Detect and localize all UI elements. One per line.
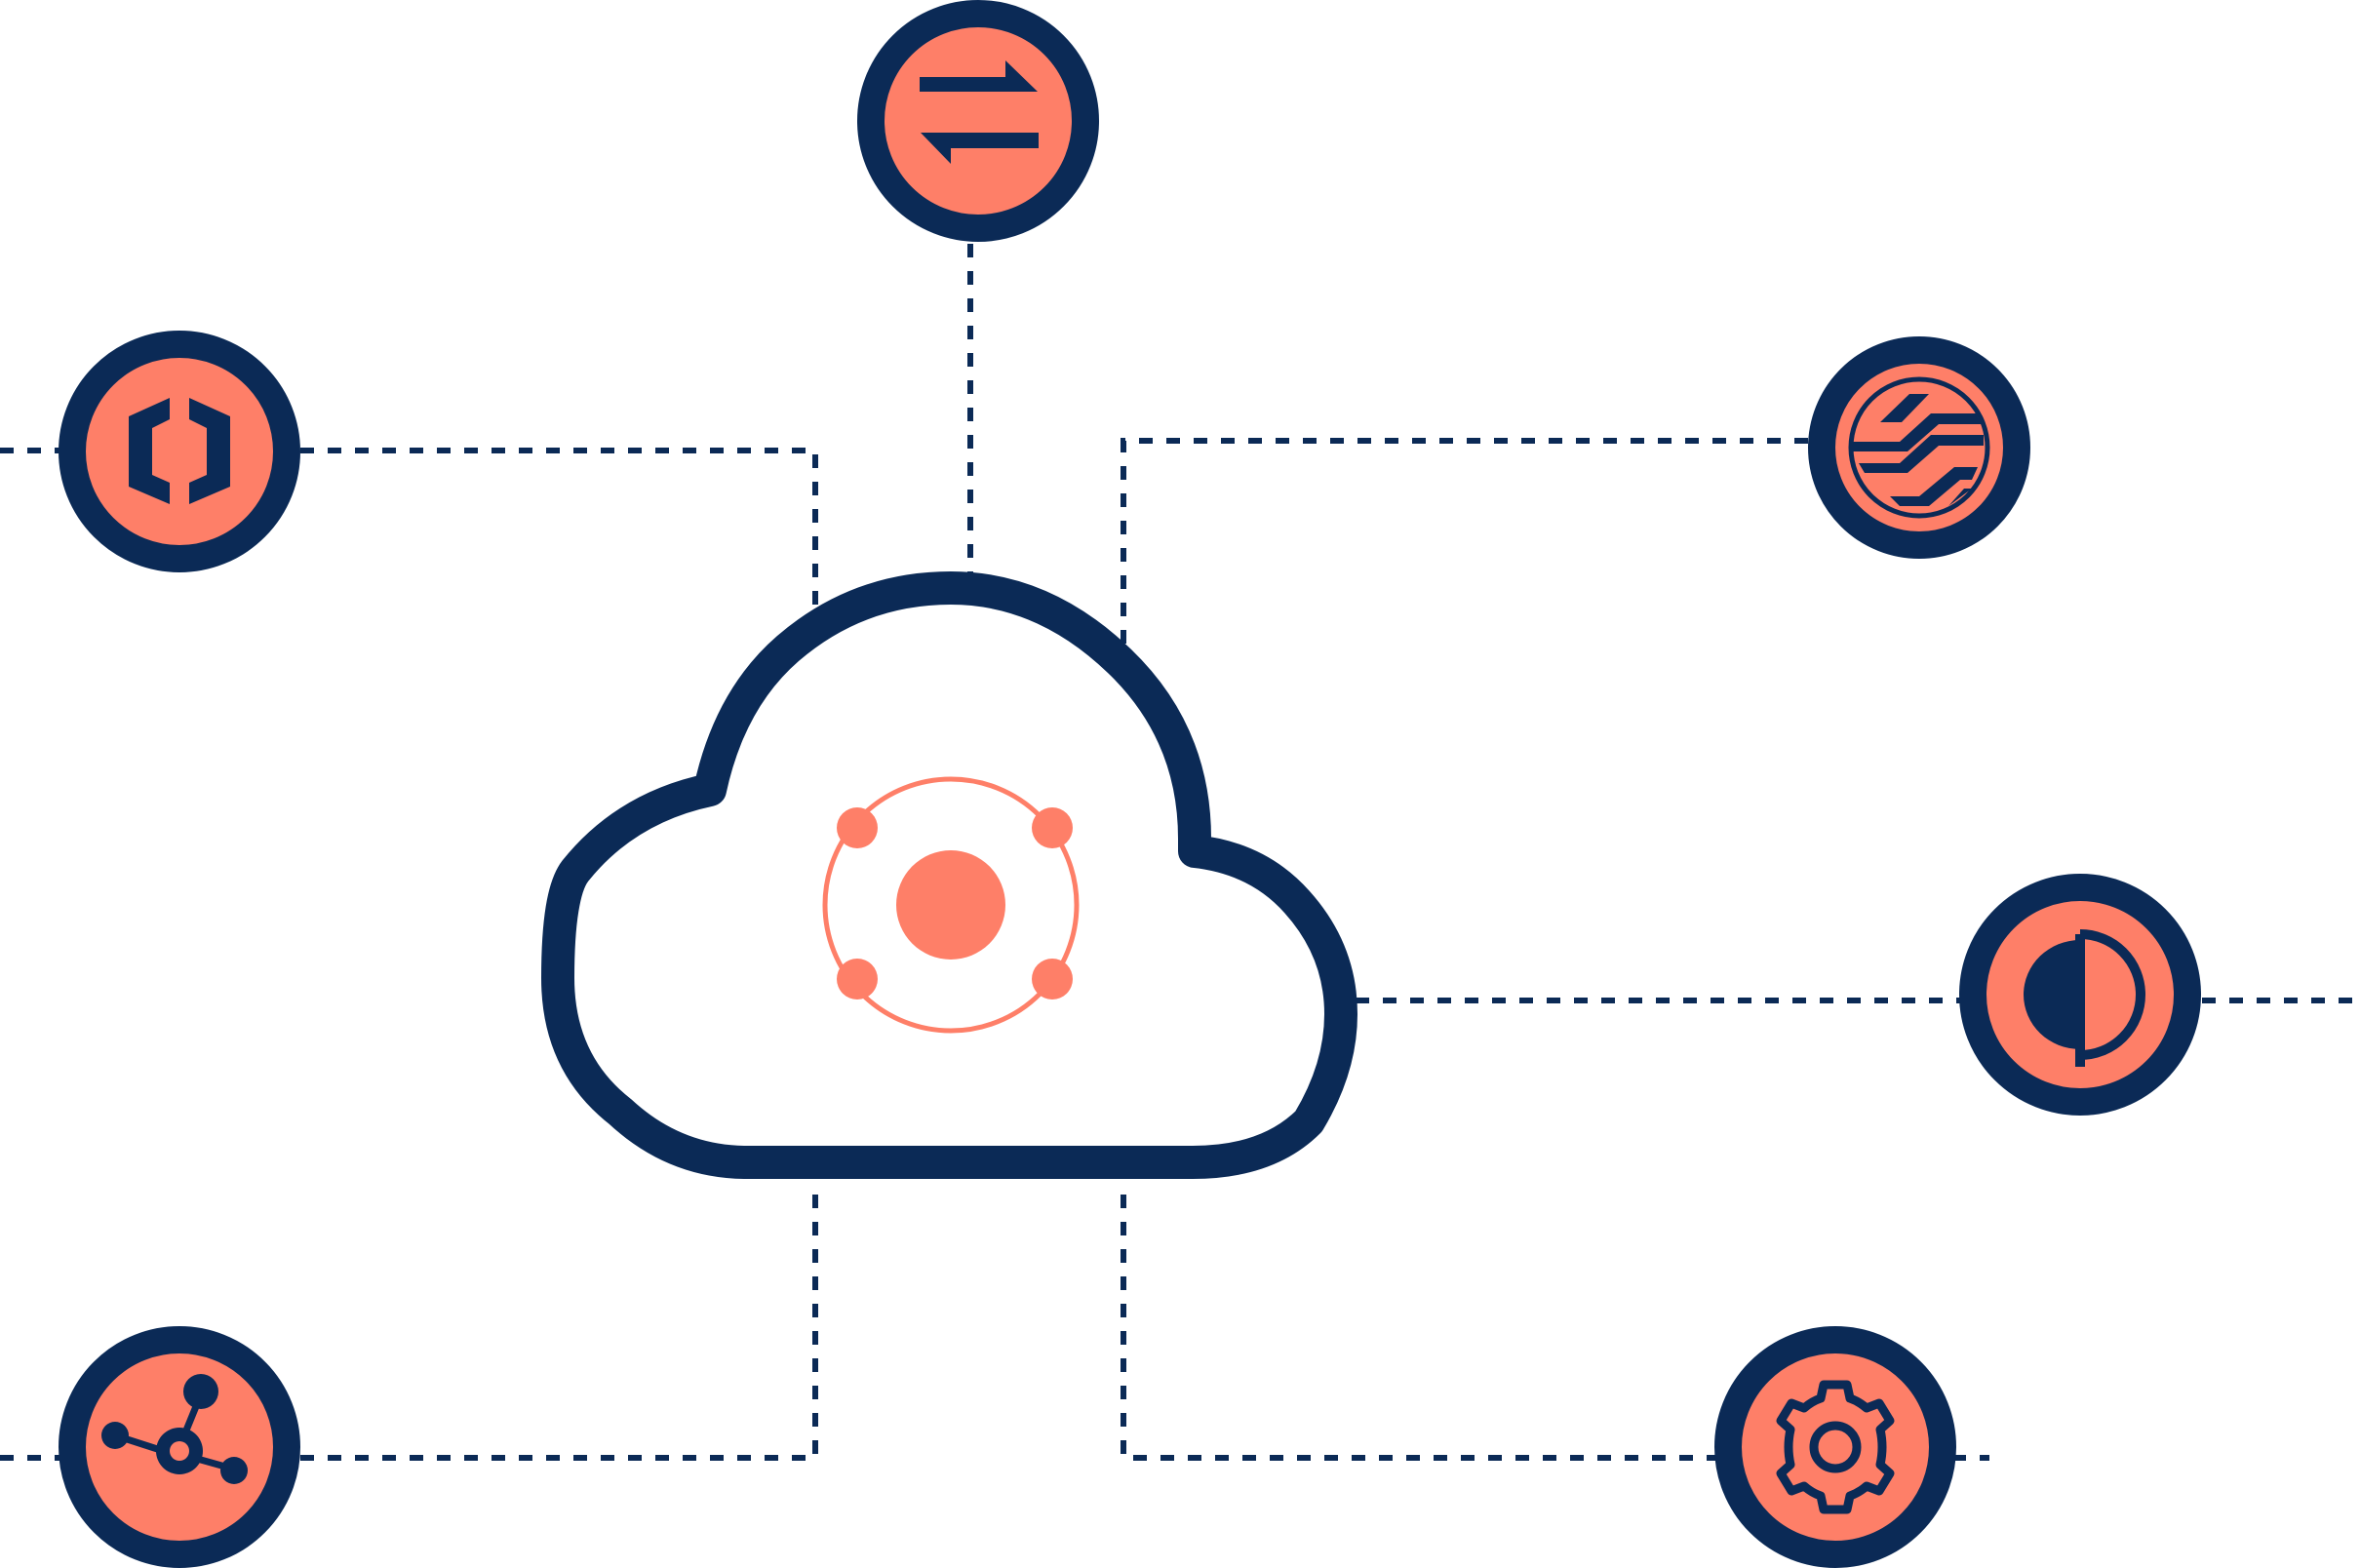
gear-icon — [1776, 1380, 1895, 1514]
connector-lower-right — [1121, 1195, 1989, 1461]
cloud-hub — [541, 571, 1357, 1179]
node-container — [59, 331, 300, 572]
circuit-globe-icon — [1853, 394, 1984, 506]
node-settings — [1714, 1326, 1956, 1568]
connectors — [0, 244, 2360, 1461]
transfer-arrows-icon — [920, 60, 1039, 164]
orbit-network-icon — [822, 776, 1080, 1034]
connector-upper-left — [0, 448, 818, 624]
connector-lower-left — [0, 1195, 818, 1461]
hexagon-container-icon — [129, 398, 230, 504]
node-data-exchange — [857, 0, 1099, 242]
node-circuit — [1808, 336, 2030, 559]
network-graph-icon — [101, 1374, 248, 1484]
half-circle-contrast-icon — [2024, 929, 2145, 1067]
node-network — [59, 1326, 300, 1568]
node-contrast — [1959, 874, 2201, 1116]
connector-upper-right — [1121, 438, 1814, 644]
